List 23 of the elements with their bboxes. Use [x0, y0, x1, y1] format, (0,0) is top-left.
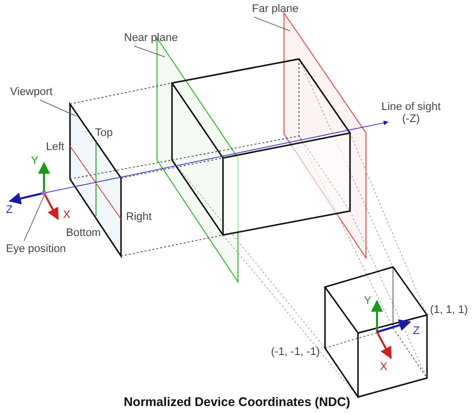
line-of-sight-label: Line of sight (-Z) — [380, 101, 442, 125]
axis-label: X — [380, 361, 388, 373]
callout-text: Near plane — [124, 32, 178, 44]
callout-text: Eye position — [6, 243, 66, 255]
caption: Normalized Device Coordinates (NDC) — [122, 396, 352, 408]
axis-label: Z — [413, 325, 420, 337]
leader-line — [134, 46, 166, 58]
side-label: Bottom — [66, 227, 101, 239]
axis-label: X — [63, 209, 70, 221]
side-label: Left — [46, 141, 64, 153]
eye-point — [42, 190, 46, 196]
axis-label: Y — [364, 295, 372, 307]
callout-text: Far plane — [252, 3, 298, 15]
axis-label: Y — [31, 155, 38, 167]
leader-line — [254, 16, 290, 32]
callout-text: Viewport — [10, 86, 53, 98]
coordinate-label: (-1, -1, -1) — [271, 346, 320, 358]
leader-line — [40, 100, 76, 116]
leader-line — [24, 196, 44, 242]
coordinate-label: (1, 1, 1) — [430, 304, 468, 316]
side-label: Top — [95, 127, 113, 139]
axis-label: Z — [6, 204, 13, 216]
side-label: Right — [126, 211, 152, 223]
